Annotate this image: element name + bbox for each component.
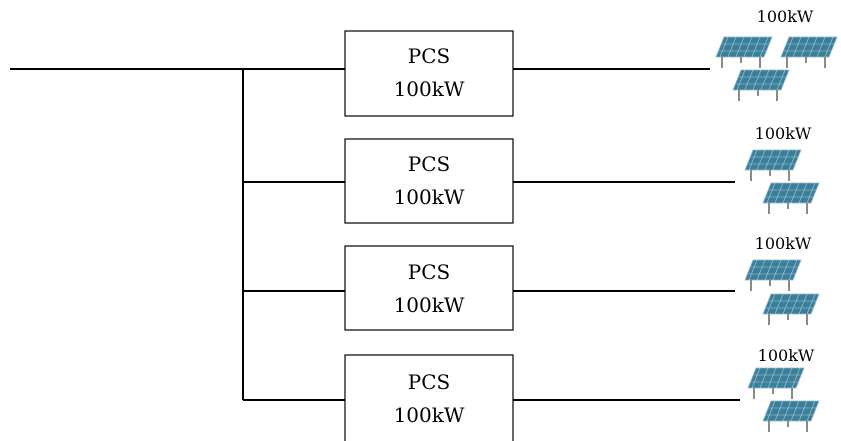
solar-panel-icon [715, 36, 838, 102]
pcs-label-2: PCS [408, 152, 450, 176]
pcs-label-1: PCS [408, 44, 450, 68]
array-label-2: 100kW [755, 124, 812, 143]
pcs-power-1: 100kW [394, 77, 465, 101]
array-label-3: 100kW [755, 234, 812, 253]
pcs-label-3: PCS [408, 260, 450, 284]
solar-panel-icon [744, 259, 820, 326]
pcs-unit-3: PCS 100kW 100kW [243, 234, 820, 331]
pcs-box-2 [344, 138, 514, 224]
pcs-unit-1: PCS 100kW 100kW [243, 7, 838, 117]
pcs-label-4: PCS [408, 370, 450, 394]
pcs-power-2: 100kW [394, 185, 465, 209]
pcs-box-3 [344, 245, 514, 331]
pcs-unit-4: PCS 100kW 100kW [243, 346, 820, 441]
pcs-power-4: 100kW [394, 403, 465, 427]
solar-panel-icon [744, 149, 820, 215]
solar-panel-icon [747, 367, 820, 433]
pcs-power-3: 100kW [394, 293, 465, 317]
pcs-unit-2: PCS 100kW 100kW [243, 124, 820, 224]
pcs-box-1 [344, 30, 514, 117]
array-label-4: 100kW [758, 346, 815, 365]
array-label-1: 100kW [757, 7, 814, 26]
pcs-box-4 [344, 354, 514, 441]
